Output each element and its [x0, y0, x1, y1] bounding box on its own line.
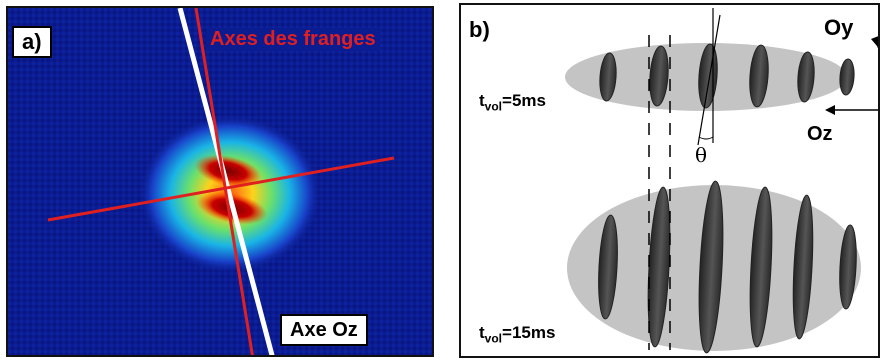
theta-tilted-line: [697, 14, 721, 146]
t2-sub: vol: [484, 331, 503, 346]
oz-axis-label-b: Oz: [807, 123, 833, 145]
panel-b-schematic: b) Oy Oz θ tvol=5ms tvol=15ms: [459, 3, 880, 358]
theta-arc: [698, 136, 714, 140]
panel-b-svg: [565, 8, 878, 354]
fringe-5ms-5: [797, 51, 815, 103]
fringe-15ms-3: [698, 180, 724, 354]
fringe-15ms-4: [749, 186, 773, 348]
oz-axis-label: Axe Oz: [280, 314, 368, 346]
fringe-15ms-6: [839, 224, 857, 310]
fringe-5ms-1: [599, 52, 617, 102]
fringe-15ms-1: [598, 214, 618, 320]
flight-time-5ms-label: tvol=5ms: [479, 91, 546, 113]
flight-time-15ms-label: tvol=15ms: [479, 323, 555, 345]
oy-axis-label: Oy: [824, 15, 854, 40]
fringe-15ms-5: [792, 194, 814, 340]
panel-a-label: a): [12, 26, 52, 58]
fringe-5ms-6: [839, 58, 855, 96]
t1-prefix: t: [479, 91, 485, 110]
oz-arrow-head: [825, 105, 835, 115]
t1-suffix: =5ms: [502, 91, 546, 110]
fringe-axes-label: Axes des franges: [206, 28, 380, 51]
axes-frame-line: [833, 109, 878, 111]
fringe-5ms-4: [749, 44, 769, 108]
t2-prefix: t: [479, 323, 485, 342]
oz-axis-line: [177, 8, 275, 355]
oy-arrow-head: [871, 36, 878, 46]
fringes-15ms: [598, 180, 857, 354]
theta-label: θ: [695, 143, 708, 167]
panel-b-label: b): [469, 17, 490, 42]
fringe-axis-line-horizontal: [47, 156, 395, 222]
fringe-axis-line-vertical: [194, 8, 254, 355]
panel-a-svg: [8, 8, 432, 355]
panel-a-image: a) Axes des franges Axe Oz: [6, 6, 434, 357]
fringe-lobe-upper: [194, 154, 262, 188]
t2-suffix: =15ms: [502, 323, 556, 342]
t1-sub: vol: [484, 99, 503, 114]
fringe-5ms-2: [649, 45, 669, 107]
